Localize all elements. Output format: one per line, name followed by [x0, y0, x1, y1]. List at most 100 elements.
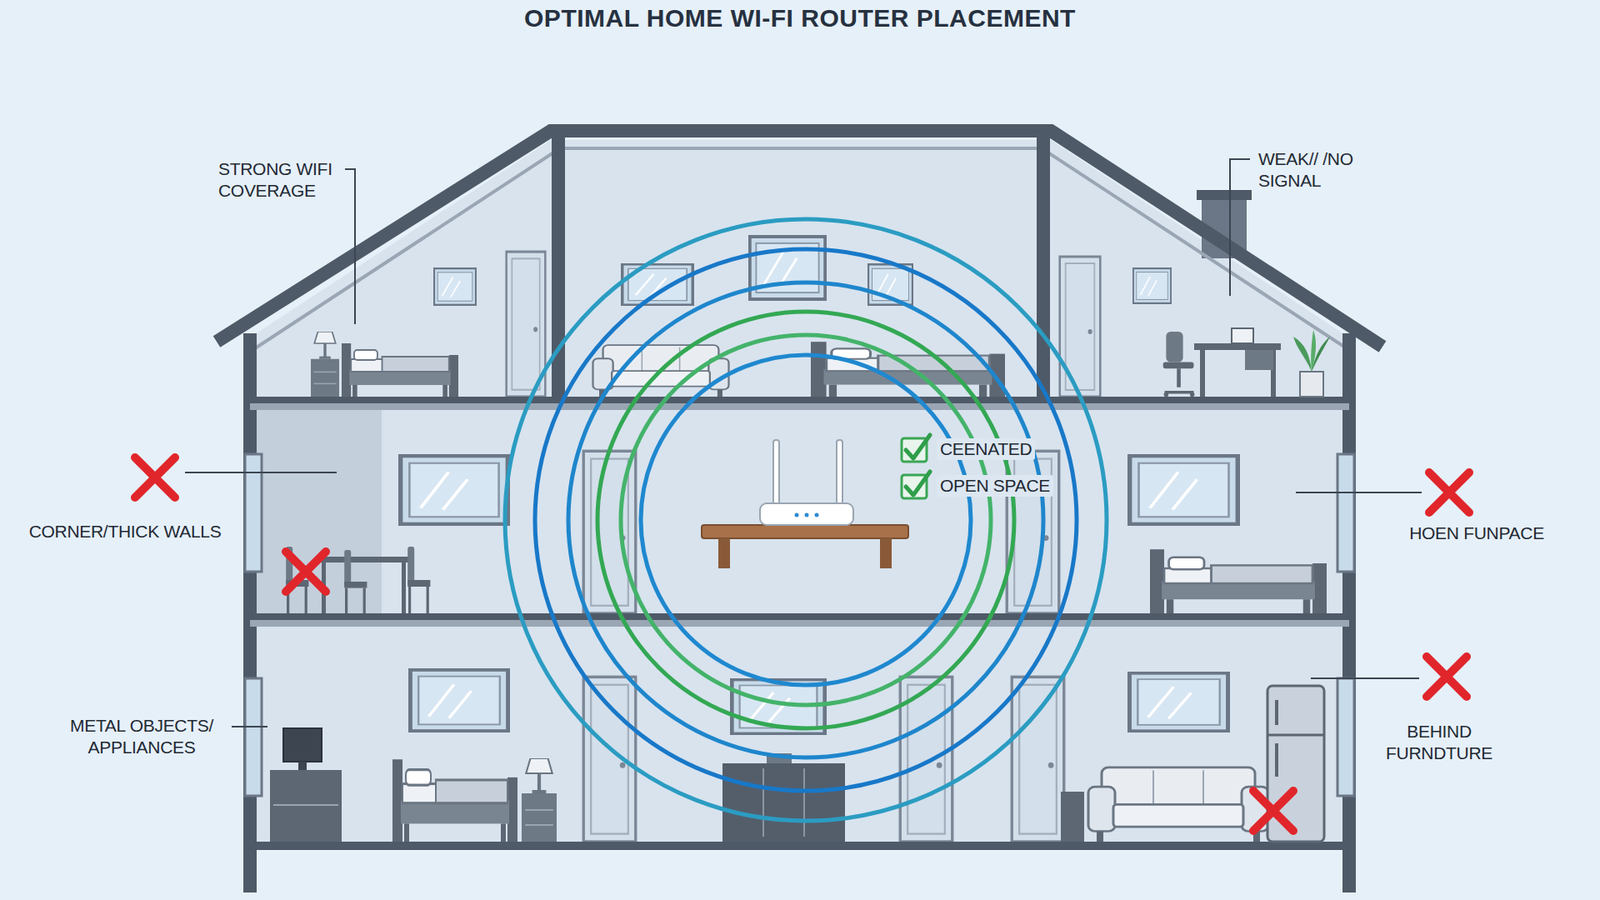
house-structure — [216, 130, 1383, 893]
ground-floor-furniture-part — [1267, 734, 1325, 737]
attic-furniture-part — [1300, 371, 1324, 397]
signal-rings-part — [620, 335, 991, 705]
attic-furniture-part — [1310, 330, 1316, 372]
leader-lines-part — [1230, 159, 1250, 296]
bad-placement-cross-part — [285, 551, 326, 592]
attic-furniture — [310, 236, 1330, 397]
bad-placement-cross-part — [1429, 472, 1470, 513]
attic-furniture-part — [506, 251, 546, 397]
middle-floor-furniture-part — [1150, 549, 1327, 614]
signal-rings-part — [597, 311, 1015, 729]
callout-label: BEHIND FURNDTURE — [1372, 720, 1506, 765]
leader-lines-part — [1295, 491, 1422, 494]
ground-floor-furniture-part — [1275, 743, 1279, 777]
router-on-table-part — [701, 525, 909, 539]
house-structure-part — [243, 333, 257, 893]
ground-floor-furniture-part — [803, 768, 805, 837]
attic-furniture-part — [750, 236, 825, 300]
ground-floor-furniture-part — [583, 676, 636, 842]
ground-floor-furniture-part — [1129, 673, 1228, 731]
ground-floor-furniture-part — [283, 728, 322, 762]
attic-furniture-part — [1245, 350, 1274, 370]
leader-lines-part — [231, 725, 268, 728]
house-structure-part — [250, 620, 1350, 627]
ground-floor-furniture-part — [1275, 700, 1279, 725]
attic-furniture-part — [1060, 256, 1101, 397]
bad-placement-cross — [135, 457, 1470, 831]
ground-floor-furniture-part — [392, 759, 518, 842]
signal-rings-part — [640, 355, 971, 685]
router-on-table-part — [880, 538, 892, 569]
ground-floor-furniture-part — [1088, 767, 1269, 842]
ground-floor-furniture-part — [1011, 676, 1065, 842]
leader-lines-part — [345, 169, 355, 325]
signal-rings-part — [535, 249, 1077, 791]
router-on-table — [701, 440, 909, 569]
house-structure-part — [1337, 454, 1355, 572]
bad-placement-cross-part — [135, 457, 175, 498]
middle-floor-furniture-part — [401, 562, 406, 614]
signal-rings — [505, 219, 1107, 821]
house-structure-part — [1337, 678, 1355, 796]
middle-floor-furniture-part — [1130, 455, 1239, 525]
attic-furniture-part — [310, 331, 340, 397]
house-structure-part — [1342, 333, 1356, 893]
bad-placement-cross-part — [1253, 790, 1294, 831]
router-on-table-part — [805, 513, 810, 518]
diagram-title: OPTIMAL HOME WI-FI ROUTER PLACEMENT — [0, 3, 1600, 34]
signal-rings-part — [568, 282, 1044, 758]
callout-label: HOEN FUNPACE — [1409, 522, 1545, 545]
good-placement-check — [901, 435, 930, 499]
router-on-table-part — [795, 513, 800, 518]
callout-label: OPEN SPACE — [936, 475, 1054, 497]
leader-lines-part — [1310, 677, 1420, 680]
ground-floor-furniture-part — [273, 804, 339, 806]
house-structure-part — [216, 130, 1383, 347]
middle-floor-furniture — [285, 450, 1327, 614]
callout-label: CEENATED — [936, 438, 1035, 460]
attic-furniture-part — [1293, 336, 1312, 372]
house-structure-part — [250, 841, 1350, 850]
middle-floor-furniture-part — [407, 546, 430, 614]
router-on-table-part — [815, 513, 820, 518]
attic-furniture-part — [1163, 331, 1195, 397]
house-structure-part — [250, 396, 1350, 404]
callout-label: CORNER/THICK WALLS — [29, 520, 222, 543]
house-structure-part — [1196, 190, 1252, 200]
callout-label: WEAK// /NO SIGNAL — [1258, 148, 1396, 192]
good-placement-check-part — [905, 435, 930, 459]
router-on-table-part — [836, 440, 843, 510]
router-on-table-part — [760, 503, 854, 525]
good-placement-check-part — [905, 471, 930, 495]
attic-furniture-part — [1194, 343, 1281, 350]
attic-furniture-part — [1200, 350, 1205, 397]
middle-floor-furniture-part — [344, 550, 367, 614]
ground-floor-furniture-part — [521, 758, 557, 842]
middle-floor-furniture-part — [316, 556, 410, 563]
leader-lines-part — [185, 471, 337, 474]
ground-floor-furniture-part — [722, 763, 845, 842]
house-structure-part — [250, 140, 1350, 844]
ground-floor-furniture-part — [298, 761, 307, 770]
house-structure-part — [1036, 133, 1050, 399]
callout-label: STRONG WIFI COVERAGE — [218, 158, 360, 202]
house-structure-part — [256, 408, 382, 614]
attic-furniture-part — [622, 264, 693, 305]
bad-placement-cross-part — [1426, 656, 1467, 697]
leader-lines — [185, 159, 1422, 727]
ground-floor-furniture-part — [270, 770, 342, 842]
callout-label: METAL OBJECTS/ APPLIANCES — [54, 715, 230, 759]
ground-floor-furniture-part — [762, 768, 765, 837]
ground-floor-furniture-part — [410, 670, 508, 731]
middle-floor-furniture-part — [400, 455, 509, 525]
attic-furniture-part — [341, 343, 459, 397]
house-structure-part — [250, 613, 1350, 620]
attic-furniture-part — [434, 268, 476, 305]
house-structure-part — [245, 678, 262, 796]
house-structure-part — [250, 403, 1350, 410]
signal-rings-part — [505, 219, 1107, 821]
router-on-table-part — [773, 440, 780, 510]
router-on-table-part — [718, 538, 730, 569]
